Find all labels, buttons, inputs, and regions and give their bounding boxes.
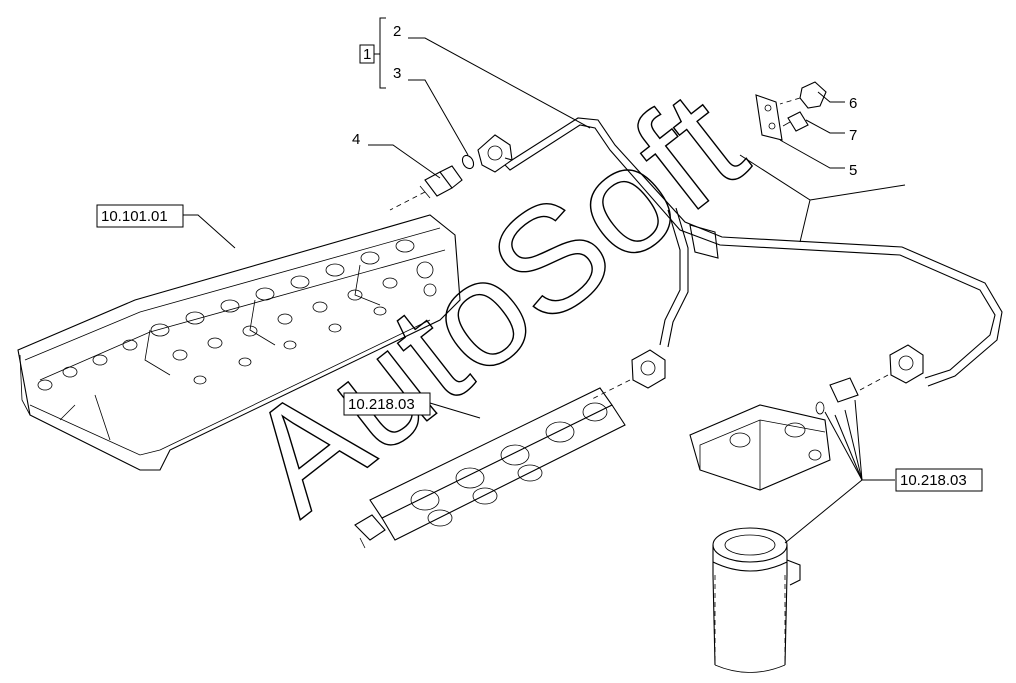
- fuel-filter-cartridge: [712, 527, 801, 673]
- callout-1: 1: [363, 46, 371, 63]
- callout-4: 4: [352, 131, 360, 148]
- filter-head-illustration: [689, 377, 859, 491]
- ref-fuel-filter[interactable]: 10.218.03: [895, 468, 983, 492]
- callout-2: 2: [393, 23, 401, 40]
- ref-cylinder-head-text: 10.101.01: [101, 208, 168, 225]
- ref-fuel-rail[interactable]: 10.218.03: [343, 392, 431, 416]
- ref-cylinder-head[interactable]: 10.101.01: [96, 204, 184, 228]
- ref-fuel-rail-text: 10.218.03: [348, 396, 415, 413]
- callout-labels: 1 2 3 4 5 6 7: [352, 23, 857, 179]
- watermark: AutoSoft: [216, 58, 774, 546]
- ref-fuel-filter-text: 10.218.03: [900, 472, 967, 489]
- callout-5: 5: [849, 162, 857, 179]
- reference-labels[interactable]: 10.101.01 10.218.03 10.218.03: [96, 204, 983, 492]
- callout-6: 6: [849, 95, 857, 112]
- callout-box-1: [359, 44, 375, 64]
- fuel-pipe: [477, 117, 1003, 401]
- leader-lines: [183, 17, 906, 544]
- nut-part-6: [779, 81, 827, 109]
- callout-7: 7: [849, 127, 857, 144]
- watermark-text: AutoSoft: [216, 59, 773, 546]
- screw-part-7: [782, 111, 809, 132]
- cylinder-head-illustration: [17, 214, 461, 471]
- fuel-rail-illustration: [354, 387, 626, 549]
- o-ring-part-3: [461, 154, 475, 170]
- callout-3: 3: [393, 65, 401, 82]
- sensor-part-4: [389, 165, 463, 211]
- clamp-bracket-part-5: [755, 94, 783, 141]
